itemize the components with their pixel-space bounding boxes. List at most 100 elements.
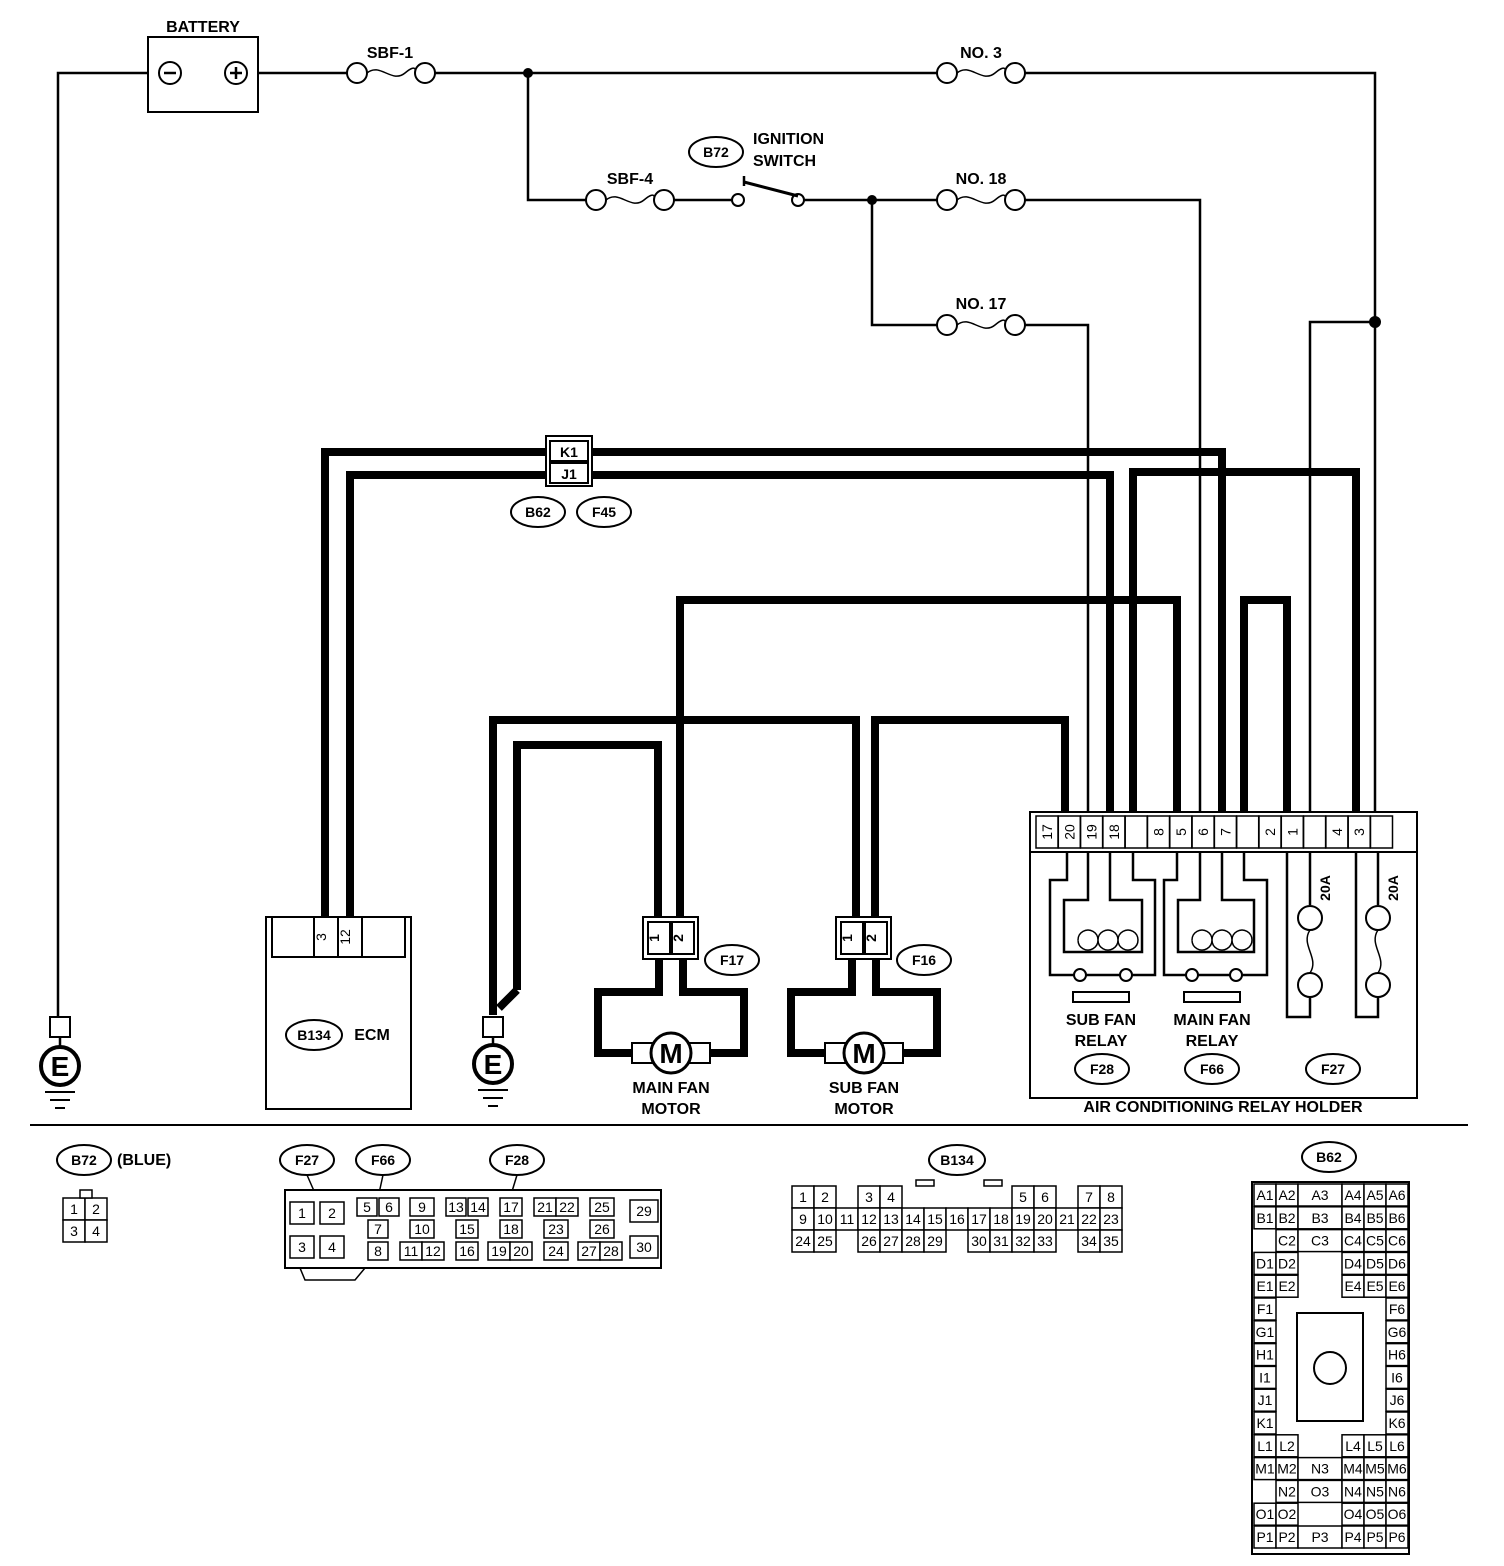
f16-id: F16 (912, 952, 936, 968)
b62-pin-O4-label: O4 (1344, 1506, 1363, 1522)
b134-pin-7-label: 7 (1085, 1189, 1093, 1205)
b134-pin-29-label: 29 (927, 1233, 943, 1249)
b62-pin-C6-label: C6 (1388, 1233, 1406, 1249)
b62-pin-D6 (1385, 1251, 1409, 1276)
b134-pin-34-label: 34 (1081, 1233, 1097, 1249)
b62-pin-E5-label: E5 (1366, 1278, 1383, 1294)
b62-pin-M6 (1385, 1456, 1409, 1481)
b62-pin-I6 (1385, 1365, 1409, 1390)
b134-pin-19-label: 19 (1015, 1211, 1031, 1227)
b62-pin-M5-label: M5 (1365, 1461, 1385, 1477)
b62-pin-N6 (1385, 1479, 1409, 1504)
f-pin-2 (319, 1201, 345, 1225)
f-pin-17-label: 17 (503, 1199, 519, 1215)
no18-label: NO. 18 (956, 171, 1007, 188)
b134-pin-29 (923, 1229, 947, 1253)
b62-pin-N5-label: N5 (1366, 1483, 1384, 1499)
f-pin-29 (629, 1199, 659, 1223)
f-pin-9 (409, 1197, 435, 1217)
b72-pin-4-label: 4 (92, 1223, 100, 1239)
ground-middle-label: E (484, 1049, 503, 1080)
f-pin-14 (467, 1197, 489, 1217)
b134-pin-8-label: 8 (1107, 1189, 1115, 1205)
f-pin-28-label: 28 (603, 1243, 619, 1259)
f-pin-27-label: 27 (581, 1243, 597, 1259)
ignition-switch: B72 IGNITION SWITCH (688, 131, 824, 207)
b134-pin-20-label: 20 (1037, 1211, 1053, 1227)
b62-pin-N2-label: N2 (1278, 1483, 1296, 1499)
relay-pin-blank-4 (1124, 815, 1148, 849)
b72-pin-2-label: 2 (92, 1201, 100, 1217)
b72-latch (79, 1189, 93, 1199)
b62-pin-O2-label: O2 (1278, 1506, 1297, 1522)
b134-pin-21-label: 21 (1059, 1211, 1075, 1227)
f-pin-25-label: 25 (594, 1199, 610, 1215)
f-pin-19-label: 19 (491, 1243, 507, 1259)
f-pin-13-label: 13 (448, 1199, 464, 1215)
b62-pin-A1-label: A1 (1256, 1187, 1273, 1203)
b62-pin-G1-label: G1 (1256, 1324, 1275, 1340)
b72-pin-1-label: 1 (70, 1201, 78, 1217)
b134-pin-33-label: 33 (1037, 1233, 1053, 1249)
f17-pin-2: 2 (670, 934, 686, 942)
f-pin-20-label: 20 (513, 1243, 529, 1259)
fuse-no3: NO. 3 (936, 45, 1026, 84)
b62-pin-A6-label: A6 (1388, 1187, 1405, 1203)
sub-fan-relay: SUB FAN RELAY F28 (1048, 852, 1157, 1085)
b134-pin-15-label: 15 (927, 1211, 943, 1227)
power-wires (56, 68, 1381, 1017)
f28-id: F28 (1090, 1061, 1114, 1077)
f66-id: F66 (1200, 1061, 1224, 1077)
b134-pin-25-label: 25 (817, 1233, 833, 1249)
f16-pin-1: 1 (839, 934, 855, 942)
b62-pin-H1 (1253, 1342, 1277, 1367)
b62-pin-P6-label: P6 (1388, 1529, 1405, 1545)
b134-pin-24-label: 24 (795, 1233, 811, 1249)
b62-f45-connector: K1 J1 B62 F45 (510, 435, 632, 528)
b62-pin-L5-label: L5 (1367, 1438, 1383, 1454)
f-pin-14-label: 14 (470, 1199, 486, 1215)
b62-pin-D6-label: D6 (1388, 1255, 1406, 1271)
b62-pin-F6 (1385, 1297, 1409, 1321)
b72-pin-4 (84, 1219, 108, 1243)
f-pin-7-label: 7 (374, 1221, 382, 1237)
f-pin-25 (589, 1197, 615, 1217)
b134-pin-5-label: 5 (1019, 1189, 1027, 1205)
b62-pin-D2-label: D2 (1278, 1255, 1296, 1271)
b62-pin-B6-label: B6 (1388, 1210, 1405, 1226)
f17-id: F17 (720, 952, 744, 968)
relay-pin-19-label: 19 (1084, 824, 1100, 840)
b62-pin-A4-label: A4 (1344, 1187, 1361, 1203)
b62-pin-K6-label: K6 (1388, 1415, 1405, 1431)
b62-pin-D5-label: D5 (1366, 1255, 1384, 1271)
f-pin-6 (378, 1197, 400, 1217)
fuse-no18: NO. 18 (936, 171, 1026, 211)
relay-pin-2-label: 2 (1262, 828, 1278, 836)
b62-pin-J6 (1385, 1388, 1409, 1412)
b62-pin-J6-label: J6 (1390, 1392, 1405, 1408)
f-pin-1-label: 1 (298, 1205, 306, 1221)
relay-pin-20-label: 20 (1061, 824, 1077, 840)
f-pin-15-label: 15 (459, 1221, 475, 1237)
sbf1-label: SBF-1 (367, 45, 413, 62)
relay-pin-1-label: 1 (1284, 828, 1300, 836)
b62-pin-O6 (1385, 1502, 1409, 1526)
f28-view-id: F28 (505, 1152, 529, 1168)
b62-pin-E4-label: E4 (1344, 1278, 1361, 1294)
b62-pin-A3-label: A3 (1311, 1187, 1328, 1203)
b134-pin-13-label: 13 (883, 1211, 899, 1227)
b62-pin-E6-label: E6 (1388, 1278, 1405, 1294)
ignition-label-2: SWITCH (753, 153, 816, 170)
b134-pin-31-label: 31 (993, 1233, 1009, 1249)
b62-pin-G6 (1385, 1320, 1409, 1344)
fuse-20a-2: 20A (1354, 852, 1401, 1019)
f-pin-13 (445, 1197, 467, 1217)
f-pin-6-label: 6 (385, 1199, 393, 1215)
f-pin-18-label: 18 (503, 1221, 519, 1237)
b134-pin-12-label: 12 (861, 1211, 877, 1227)
f-pin-11-label: 11 (404, 1243, 419, 1259)
ground-middle: E (472, 1016, 514, 1107)
sub-fan-motor-label-2: MOTOR (834, 1101, 894, 1118)
b62-pin-N6-label: N6 (1388, 1483, 1406, 1499)
